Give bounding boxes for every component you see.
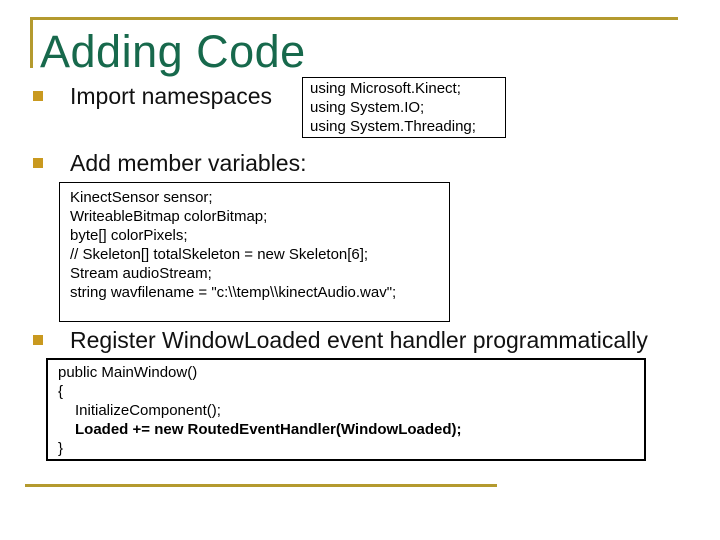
footer-accent-rule [25, 484, 497, 487]
title-accent-rule-left [30, 17, 33, 68]
code-line: using Microsoft.Kinect; [310, 80, 461, 97]
code-line: byte[] colorPixels; [70, 227, 188, 244]
code-line: InitializeComponent(); [75, 402, 221, 419]
bullet-item-register-windowloaded: Register WindowLoaded event handler prog… [33, 327, 648, 354]
bullet-label: Add member variables: [70, 150, 307, 176]
code-line-bold: Loaded += new RoutedEventHandler(WindowL… [75, 421, 462, 438]
code-line: using System.IO; [310, 99, 425, 116]
code-box-mainwindow-constructor: public MainWindow() { InitializeComponen… [46, 358, 646, 461]
bullet-square-icon [33, 158, 43, 168]
bullet-square-icon [33, 335, 43, 345]
code-line: } [58, 440, 64, 457]
bullet-item-add-member-variables: Add member variables: [33, 150, 307, 177]
bullet-item-import-namespaces: Import namespaces [33, 83, 272, 110]
bullet-label: Import namespaces [70, 83, 272, 109]
code-line: { [58, 383, 64, 400]
code-line: KinectSensor sensor; [70, 189, 213, 206]
code-box-using-namespaces: using Microsoft.Kinect; using System.IO;… [302, 77, 506, 138]
code-line: Stream audioStream; [70, 265, 212, 282]
code-line: string wavfilename = "c:\\temp\\kinectAu… [70, 284, 397, 301]
code-line: public MainWindow() [58, 364, 198, 381]
bullet-square-icon [33, 91, 43, 101]
code-line: WriteableBitmap colorBitmap; [70, 208, 268, 225]
code-box-member-variables: KinectSensor sensor; WriteableBitmap col… [59, 182, 450, 322]
bullet-label: Register WindowLoaded event handler prog… [70, 327, 648, 353]
slide-title: Adding Code [40, 26, 306, 77]
code-line: // Skeleton[] totalSkeleton = new Skelet… [70, 246, 369, 263]
code-line: using System.Threading; [310, 118, 476, 135]
title-accent-rule-top [30, 17, 678, 20]
